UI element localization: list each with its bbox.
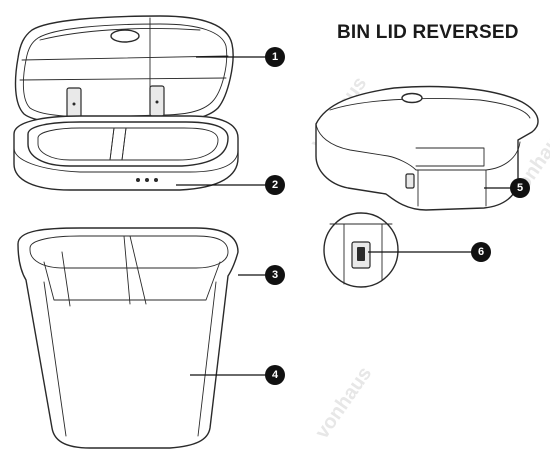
- callout-6: 6: [471, 242, 491, 262]
- lid-base-illustration: [13, 115, 239, 191]
- reversed-lid-illustration: [315, 85, 539, 211]
- open-lid-illustration: [14, 15, 234, 125]
- callout-5: 5: [510, 178, 530, 198]
- watermark: vonhaus: [311, 363, 376, 443]
- bin-body-illustration: [17, 227, 239, 449]
- callout-3: 3: [265, 265, 285, 285]
- callout-1: 1: [265, 47, 285, 67]
- callout-label: 6: [478, 246, 484, 258]
- callout-label: 1: [272, 51, 278, 63]
- callout-label: 3: [272, 269, 278, 281]
- callout-label: 2: [272, 179, 278, 191]
- callout-2: 2: [265, 175, 285, 195]
- leader-lines: [176, 56, 512, 376]
- callout-label: 4: [272, 369, 279, 381]
- callout-4: 4: [265, 365, 285, 385]
- diagram-title: BIN LID REVERSED: [337, 22, 519, 43]
- callout-label: 5: [517, 182, 523, 194]
- switch-detail-illustration: [323, 212, 399, 288]
